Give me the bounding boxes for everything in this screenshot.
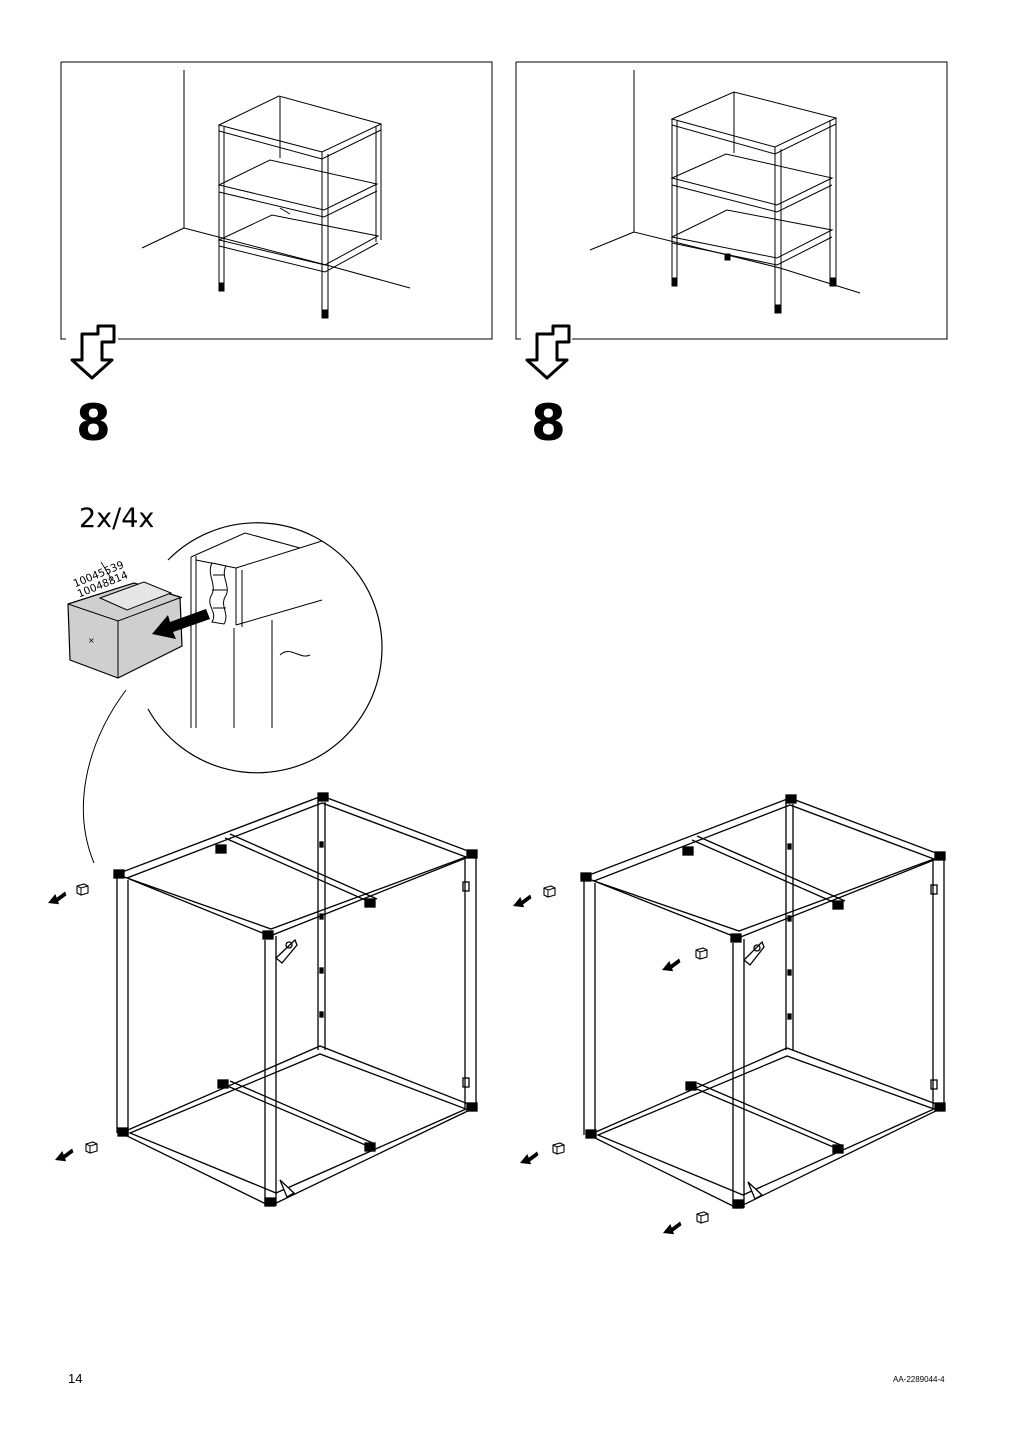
reference-panel-right [515,61,948,340]
shelf-unit-drawing [141,70,411,319]
shelf-unit-drawing [589,70,861,314]
down-arrow-icon [70,324,116,380]
page-number: 14 [68,1371,83,1386]
plastic-foot-cap-icon [543,885,709,1224]
plastic-foot-cap-icon [76,883,98,1154]
reference-panel-left [60,61,493,340]
frame-drawing [580,794,946,1209]
plastic-foot-cap-icon: × [67,581,183,679]
down-arrow-icon [525,324,571,380]
frame-drawing [113,792,478,1207]
quantity-label: 2x/4x [79,503,155,534]
detail-callout: × [67,522,383,864]
step-number-right: 8 [531,394,566,452]
document-code: AA-2289044-4 [893,1375,945,1384]
push-arrow-icon [152,609,210,639]
svg-text:×: × [88,636,95,645]
push-arrow-icon [45,890,76,1165]
push-arrow-icon [510,893,684,1238]
step-number-left: 8 [76,394,111,452]
